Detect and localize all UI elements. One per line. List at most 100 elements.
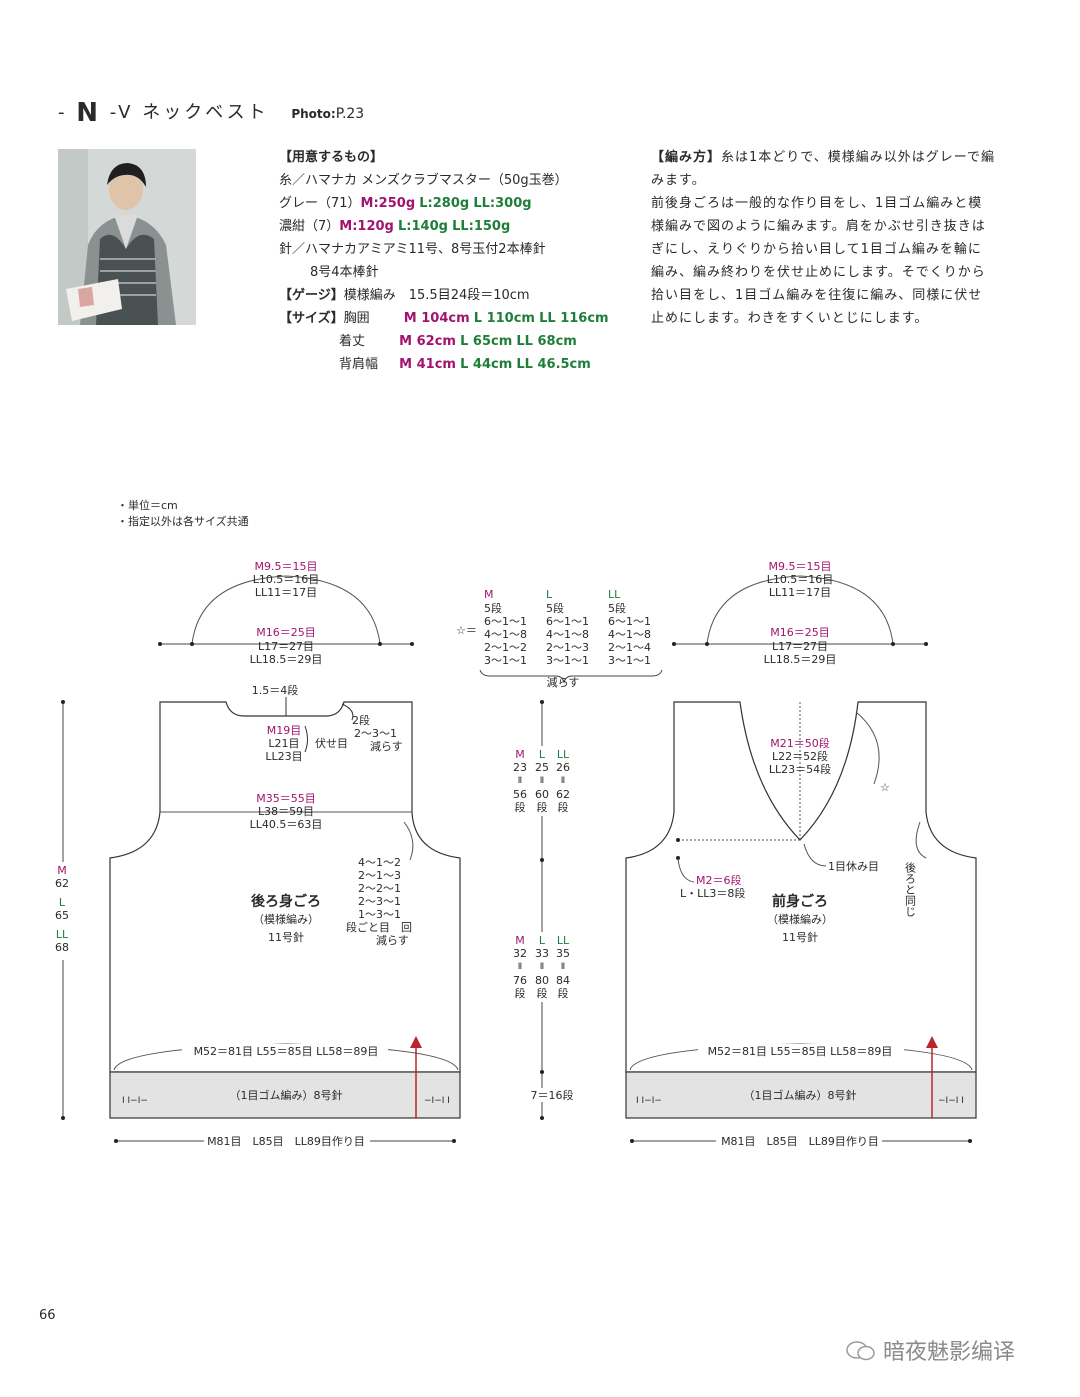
- dec-l-row-2: 6〜1〜1: [546, 615, 589, 628]
- dec-table-star: ☆＝: [456, 624, 477, 637]
- lower-unit-m: 段: [515, 986, 526, 1000]
- lower-val-m: 32: [513, 947, 527, 960]
- back-rib-band: [109, 1071, 461, 1119]
- chest-ll: LL 116cm: [539, 311, 609, 326]
- model-photo: [58, 149, 196, 325]
- front-rib-band: [625, 1071, 977, 1119]
- back-height-ll-label: LL: [56, 928, 69, 941]
- front-collar-arc: [706, 575, 894, 645]
- photo-reference: Photo:P.23: [291, 106, 365, 122]
- upper-rows-m: 56: [513, 788, 527, 801]
- navy-ll: LL:150g: [452, 219, 511, 234]
- front-hem-label-bg: [698, 1044, 904, 1058]
- lower-size-m: M: [515, 934, 525, 947]
- navy-m: M:120g: [339, 219, 394, 234]
- front-rib-symbol-left: I I−I−: [636, 1096, 662, 1106]
- lower-eq-ll: Ⅱ: [561, 962, 565, 972]
- back-chest-l: L38＝59目: [258, 805, 314, 818]
- navy-l: L:140g: [398, 219, 448, 234]
- middle-lower-bg: [508, 932, 576, 1002]
- gray-m: M:250g: [360, 196, 416, 211]
- front-shoulder-dot-mid-right: [891, 642, 895, 646]
- upper-eq-ll: Ⅱ: [561, 776, 565, 786]
- navy-label: 濃紺（7）: [279, 219, 340, 234]
- back-shoulder-l: L17＝27目: [258, 640, 314, 653]
- upper-val-l: 25: [535, 761, 549, 774]
- model-photo-illustration: [58, 149, 196, 325]
- lower-unit-ll: 段: [558, 986, 569, 1000]
- upper-eq-m: Ⅱ: [518, 776, 522, 786]
- dec-l-row-5: 3〜1〜1: [546, 654, 589, 667]
- front-star: ☆: [880, 781, 890, 794]
- upper-size-m: M: [515, 748, 525, 761]
- back-bind-m: M19目: [267, 724, 302, 737]
- watermark-text: 暗夜魅影编译: [883, 1340, 1016, 1365]
- middle-rib-bg: [524, 1088, 580, 1102]
- back-piece-name: 後ろ身ごろ: [251, 893, 321, 910]
- diagram-notes: ・単位＝cm ・指定以外は各サイズ共通: [117, 498, 249, 530]
- middle-dot-top: [540, 700, 544, 704]
- back-cast-on-label-bg: [204, 1134, 370, 1148]
- upper-unit-ll: 段: [558, 800, 569, 814]
- dec-ll-row-4: 2〜1〜4: [608, 641, 651, 654]
- back-height-ll-value: 68: [55, 941, 69, 954]
- chest-l: L 110cm: [473, 311, 535, 326]
- front-body-outline: [625, 701, 977, 1073]
- back-neck-dec-1: 2段: [352, 713, 370, 727]
- front-cast-on-label-bg: [716, 1134, 882, 1148]
- pattern-title: -V ネックベスト: [109, 102, 269, 123]
- method-line-1: 【編み方】糸は1本どりで、模様編み以外はグレーで編: [651, 146, 1001, 169]
- back-arm-dec-2: 2〜1〜3: [358, 869, 401, 882]
- front-armhole-l: L・LL3＝8段: [680, 886, 745, 900]
- upper-rows-ll: 62: [556, 788, 570, 801]
- back-rib-symbol-left: I I−I−: [122, 1096, 148, 1106]
- lower-unit-l: 段: [537, 986, 548, 1000]
- back-height-dot-bottom: [61, 1116, 65, 1120]
- front-collar-l: L10.5＝16目: [767, 573, 834, 586]
- shoulder-l: L 44cm: [460, 357, 513, 372]
- front-collar-ll: LL11＝17目: [769, 586, 831, 599]
- front-v-depth-ll: LL23＝54段: [769, 762, 831, 776]
- size-label-length: 着丈: [339, 334, 366, 349]
- yarn-line: 糸／ハマナカ メンズクラブマスター（50g玉巻）: [279, 173, 568, 188]
- front-v-depth-l: L22＝52段: [772, 749, 828, 763]
- back-arm-dec-5: 1〜3〜1: [358, 908, 401, 921]
- front-cast-on: M81目 L85目 LL89目作り目: [721, 1135, 879, 1148]
- page-number: 66: [39, 1308, 56, 1323]
- back-shoulder-ll: LL18.5＝29目: [250, 653, 323, 666]
- heading-prefix: -: [58, 102, 68, 123]
- photo-page: P.23: [335, 106, 365, 122]
- watermark: 暗夜魅影编译: [846, 1334, 1015, 1366]
- gauge-text: 模様編み 15.5目24段＝10cm: [343, 288, 530, 303]
- middle-dot-rib: [540, 1070, 544, 1074]
- back-cast-on-dot-left: [114, 1139, 118, 1143]
- pattern-code: N: [76, 98, 101, 128]
- front-shoulder-m: M16＝25目: [770, 626, 830, 639]
- middle-dot-bottom: [540, 1116, 544, 1120]
- back-pattern-label: （模様編み）: [253, 912, 319, 926]
- back-neck-dec-pointer: [341, 703, 354, 721]
- dec-table-size-ll: LL: [608, 588, 621, 601]
- upper-rows-l: 60: [535, 788, 549, 801]
- gauge-title: 【ゲージ】: [279, 288, 344, 303]
- dec-m-row-3: 4〜1〜8: [484, 628, 527, 641]
- lower-rows-l: 80: [535, 974, 549, 987]
- front-star-pointer: [855, 711, 880, 785]
- chat-icon: [846, 1340, 876, 1362]
- back-shoulder-dot-mid-right: [378, 642, 382, 646]
- size-title: 【サイズ】: [279, 311, 344, 326]
- dec-ll-row-5: 3〜1〜1: [608, 654, 651, 667]
- back-hem-width: M52＝81目 L55＝85目 LL58＝89目: [194, 1045, 379, 1058]
- dec-m-row-5: 3〜1〜1: [484, 654, 527, 667]
- front-rib-label: （1目ゴム編み）8号針: [744, 1088, 857, 1102]
- lower-size-l: L: [539, 934, 546, 947]
- lower-size-ll: LL: [557, 934, 570, 947]
- front-shoulder-dot-right: [924, 642, 928, 646]
- lower-eq-m: Ⅱ: [518, 962, 522, 972]
- back-chest-ll: LL40.5＝63目: [250, 818, 323, 831]
- size-label-chest: 胸囲: [343, 311, 370, 326]
- front-shoulder-l: L17＝27目: [772, 640, 828, 653]
- front-cast-on-dot-right: [968, 1139, 972, 1143]
- back-arm-dec-7: 減らす: [376, 933, 409, 947]
- dec-ll-row-2: 6〜1〜1: [608, 615, 651, 628]
